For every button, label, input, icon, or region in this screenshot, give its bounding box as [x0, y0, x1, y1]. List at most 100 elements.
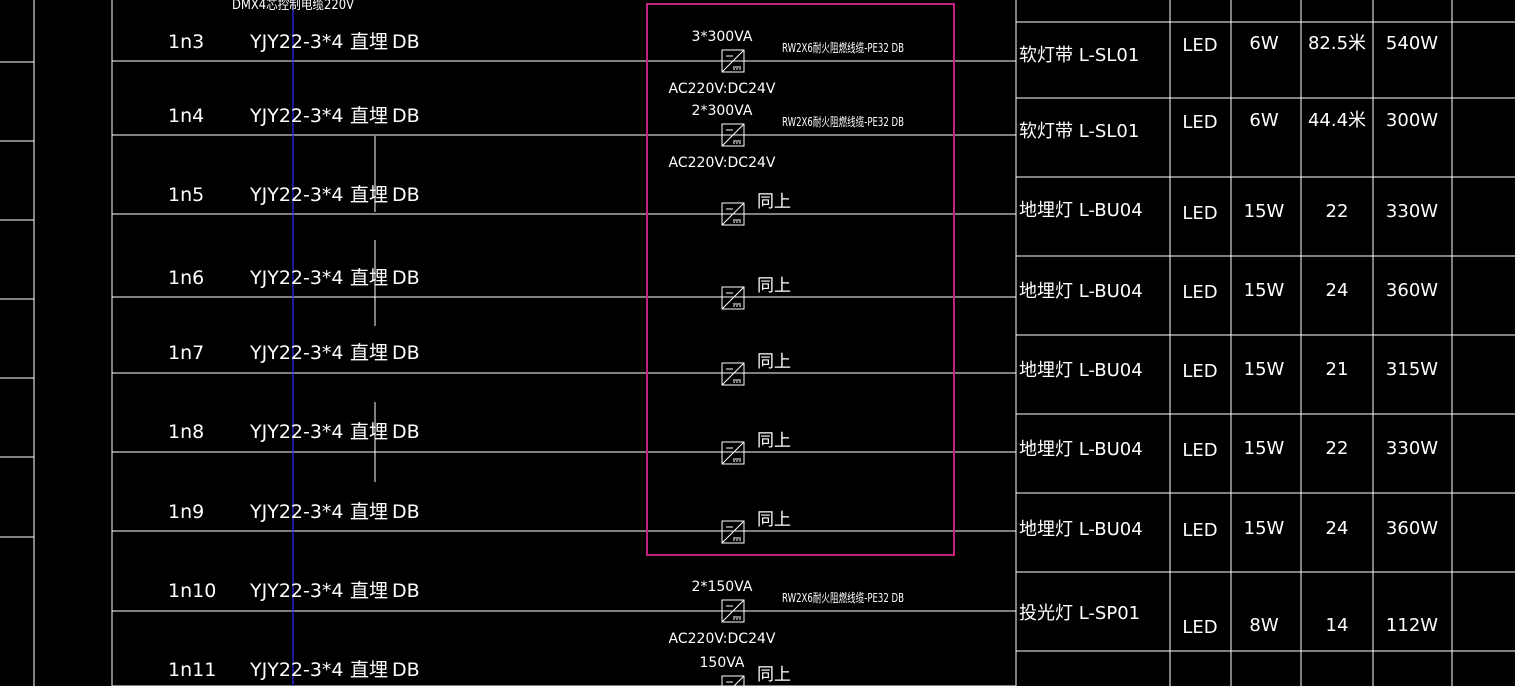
fixture-name-cell: 投光灯 L-SP01 [1019, 603, 1140, 624]
laying-method-label: 直埋 [350, 105, 388, 127]
laying-code-label: DB [392, 342, 420, 364]
quantity-cell: 22 [1326, 438, 1349, 459]
laying-method-label: 直埋 [350, 267, 388, 289]
driver-rating-label: 150VA [700, 655, 745, 671]
fixture-name-cell: 软灯带 L-SL01 [1019, 121, 1139, 142]
quantity-cell: 24 [1326, 518, 1349, 539]
circuit-id-label: 1n10 [168, 580, 216, 602]
driver-voltage-label: AC220V:DC24V [669, 631, 776, 647]
same-as-above-note: 同上 [757, 510, 791, 530]
cable-spec-label: YJY22-3*4 [249, 31, 344, 53]
same-as-above-note: 同上 [757, 352, 791, 372]
driver-transformer-icon [721, 123, 745, 147]
cable-spec-label: YJY22-3*4 [249, 659, 344, 681]
circuit-id-label: 1n8 [168, 421, 204, 443]
control-cable-caption: DMX4芯控制电缆220V [232, 0, 354, 13]
laying-method-label: 直埋 [350, 580, 388, 602]
quantity-cell: 44.4米 [1308, 110, 1366, 131]
light-source-cell: LED [1182, 361, 1217, 382]
circuit-id-label: 1n7 [168, 342, 204, 364]
unit-power-cell: 15W [1244, 518, 1285, 539]
quantity-cell: 24 [1326, 280, 1349, 301]
same-as-above-note: 同上 [757, 431, 791, 451]
unit-power-cell: 15W [1244, 359, 1285, 380]
cable-spec-label: YJY22-3*4 [249, 342, 344, 364]
light-source-cell: LED [1182, 203, 1217, 224]
laying-method-label: 直埋 [350, 342, 388, 364]
total-power-cell: 315W [1386, 359, 1438, 380]
driver-transformer-icon [721, 362, 745, 386]
cable-spec-label: YJY22-3*4 [249, 501, 344, 523]
driver-rating-label: 2*150VA [692, 579, 753, 595]
laying-code-label: DB [392, 421, 420, 443]
laying-code-label: DB [392, 659, 420, 681]
unit-power-cell: 8W [1249, 615, 1278, 636]
laying-method-label: 直埋 [350, 659, 388, 681]
driver-voltage-label: AC220V:DC24V [669, 155, 776, 171]
light-source-cell: LED [1182, 112, 1217, 133]
laying-code-label: DB [392, 580, 420, 602]
unit-power-cell: 15W [1244, 280, 1285, 301]
total-power-cell: 360W [1386, 518, 1438, 539]
circuit-id-label: 1n6 [168, 267, 204, 289]
selection-highlight-box [646, 3, 955, 556]
driver-transformer-icon [721, 520, 745, 544]
driver-transformer-icon [721, 202, 745, 226]
cable-spec-label: YJY22-3*4 [249, 421, 344, 443]
cable-spec-label: YJY22-3*4 [249, 105, 344, 127]
quantity-cell: 22 [1326, 201, 1349, 222]
total-power-cell: 540W [1386, 33, 1438, 54]
fixture-name-cell: 地埋灯 L-BU04 [1019, 200, 1143, 221]
unit-power-cell: 6W [1249, 33, 1278, 54]
total-power-cell: 330W [1386, 438, 1438, 459]
total-power-cell: 330W [1386, 201, 1438, 222]
driver-transformer-icon [721, 441, 745, 465]
total-power-cell: 360W [1386, 280, 1438, 301]
light-source-cell: LED [1182, 617, 1217, 638]
driver-transformer-icon [721, 599, 745, 623]
same-as-above-note: 同上 [757, 192, 791, 212]
fixture-name-cell: 地埋灯 L-BU04 [1019, 360, 1143, 381]
laying-code-label: DB [392, 105, 420, 127]
same-as-above-note: 同上 [757, 276, 791, 296]
laying-method-label: 直埋 [350, 501, 388, 523]
driver-rating-label: 3*300VA [692, 29, 753, 45]
laying-code-label: DB [392, 184, 420, 206]
same-as-above-note: 同上 [757, 665, 791, 685]
driver-rating-label: 2*300VA [692, 103, 753, 119]
driver-transformer-icon [721, 286, 745, 310]
total-power-cell: 300W [1386, 110, 1438, 131]
fixture-name-cell: 地埋灯 L-BU04 [1019, 519, 1143, 540]
laying-method-label: 直埋 [350, 421, 388, 443]
laying-method-label: 直埋 [350, 184, 388, 206]
cable-spec-label: YJY22-3*4 [249, 580, 344, 602]
fixture-name-cell: 地埋灯 L-BU04 [1019, 281, 1143, 302]
unit-power-cell: 15W [1244, 201, 1285, 222]
laying-method-label: 直埋 [350, 31, 388, 53]
unit-power-cell: 6W [1249, 110, 1278, 131]
circuit-id-label: 1n11 [168, 659, 216, 681]
driver-voltage-label: AC220V:DC24V [669, 81, 776, 97]
circuit-id-label: 1n9 [168, 501, 204, 523]
fixture-name-cell: 软灯带 L-SL01 [1019, 45, 1139, 66]
laying-code-label: DB [392, 31, 420, 53]
unit-power-cell: 15W [1244, 438, 1285, 459]
laying-code-label: DB [392, 267, 420, 289]
light-source-cell: LED [1182, 35, 1217, 56]
driver-transformer-icon [721, 675, 745, 686]
quantity-cell: 82.5米 [1308, 33, 1366, 54]
feeder-cable-note: RW2X6耐火阻燃线缆-PE32 DB [782, 114, 904, 129]
driver-symbols [721, 49, 745, 686]
circuit-id-label: 1n3 [168, 31, 204, 53]
light-source-cell: LED [1182, 282, 1217, 303]
light-source-cell: LED [1182, 520, 1217, 541]
feeder-cable-note: RW2X6耐火阻燃线缆-PE32 DB [782, 590, 904, 605]
driver-transformer-icon [721, 49, 745, 73]
quantity-cell: 14 [1326, 615, 1349, 636]
circuit-id-label: 1n4 [168, 105, 204, 127]
laying-code-label: DB [392, 501, 420, 523]
